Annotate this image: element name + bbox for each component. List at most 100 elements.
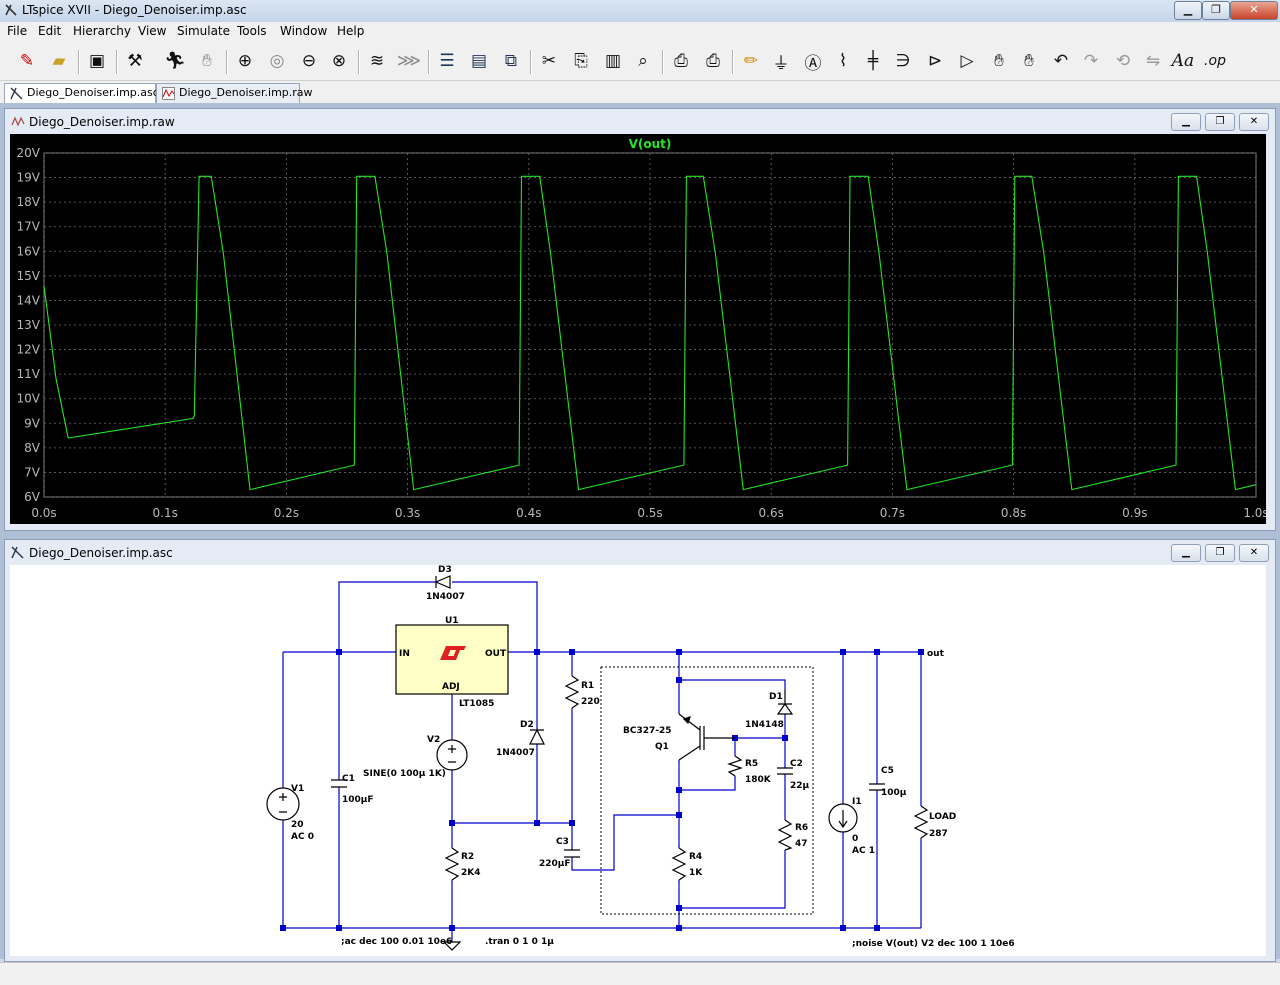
c1-name: C1 [342,774,355,784]
r2-resistor[interactable] [444,847,460,881]
text-icon[interactable]: Aa [1171,51,1195,71]
d1-value: 1N4148 [745,720,784,730]
x-tick-label: 0.8s [1001,506,1026,520]
c3-capacitor[interactable] [564,849,580,858]
zoom-in-icon[interactable]: ⊕ [237,51,253,71]
r4-resistor[interactable] [671,847,687,881]
chart-title: V(out) [629,137,672,151]
waveform-restore-button[interactable]: ❐ [1205,113,1235,131]
menu-hierarchy[interactable]: Hierarchy [73,24,132,38]
waveform-window-header: Diego_Denoiser.imp.raw ▁ ❐ ✕ [5,109,1275,135]
y-tick-label: 7V [24,465,41,479]
spice-directive-icon[interactable]: .op [1204,53,1226,69]
drag-hand-icon[interactable]: ✋︎ [1024,51,1034,71]
fft-icon[interactable]: ⋙ [396,51,422,71]
new-schematic-icon[interactable]: ✎ [19,51,35,71]
u1-regulator[interactable] [395,624,509,695]
schematic-restore-button[interactable]: ❐ [1205,544,1235,562]
c1-capacitor[interactable] [331,779,347,788]
zoom-cancel-icon[interactable]: ⊗ [331,51,347,71]
waveform-close-button[interactable]: ✕ [1239,113,1269,131]
label-net-icon[interactable]: Ⓐ [804,53,822,74]
d3-diode[interactable] [434,575,451,589]
ground-icon[interactable]: ⏚ [772,53,790,74]
schematic-close-button[interactable]: ✕ [1239,544,1269,562]
menu-window[interactable]: Window [280,24,328,38]
diode-icon[interactable]: ⊳ [927,51,943,71]
menu-edit[interactable]: Edit [38,24,62,38]
autorange-icon[interactable]: ≋ [369,51,385,71]
filter-dashed-box [600,666,814,915]
menu-view[interactable]: View [138,24,167,38]
tab-schematic[interactable]: Diego_Denoiser.imp.asc [4,83,159,103]
x-tick-label: 0.7s [880,506,905,520]
r5-resistor[interactable] [727,755,743,777]
minimize-button[interactable]: ▁ [1174,1,1202,20]
schematic-drawing[interactable]: D3 1N4007 U1 IN OUT ADJ LT1085 V2 SINE(0… [10,565,1266,956]
schematic-canvas[interactable]: D3 1N4007 U1 IN OUT ADJ LT1085 V2 SINE(0… [10,565,1266,956]
menu-bar: File Edit Hierarchy View Simulate Tools … [0,22,1280,42]
c2-capacitor[interactable] [777,767,793,775]
waveform-icon [162,87,175,100]
inductor-icon[interactable]: ∋ [895,51,911,71]
vout-chart[interactable]: 6V7V8V9V10V11V12V13V14V15V16V17V18V19V20… [10,134,1269,524]
v2-source[interactable] [436,739,468,771]
zoom-full-icon[interactable]: ◎ [269,51,285,71]
r1-resistor[interactable] [564,675,580,709]
schematic-icon [10,87,23,100]
draw-wire-icon[interactable]: ✏ [743,51,759,71]
d1-diode[interactable] [776,702,794,715]
move-hand-icon[interactable]: ✋︎ [994,51,1004,71]
resistor-icon[interactable]: ⌇ [838,51,848,71]
tran-directive[interactable]: .tran 0 1 0 1µ [485,937,554,947]
x-tick-label: 0.1s [153,506,178,520]
d3-value: 1N4007 [426,592,465,602]
v1-source[interactable] [266,787,300,821]
control-panel-icon[interactable]: ⚒ [127,51,143,71]
menu-file[interactable]: File [7,24,28,38]
waveform-minimize-button[interactable]: ▁ [1171,113,1201,131]
load-resistor[interactable] [913,805,929,839]
open-folder-icon[interactable]: ▰ [52,51,66,71]
maximize-button[interactable]: ❐ [1202,1,1230,20]
tile-vertical-icon[interactable]: ▤ [470,51,488,71]
find-icon[interactable]: ⌕ [638,51,648,71]
component-icon[interactable]: ▷ [960,51,974,71]
save-icon[interactable]: ▣ [88,51,106,71]
c3-name: C3 [556,837,569,847]
v1-value: 20 [291,820,304,830]
tile-horizontal-icon[interactable]: ☰ [439,51,455,71]
mirror-icon[interactable]: ⇋ [1145,51,1161,71]
capacitor-icon[interactable]: ╪ [867,51,879,71]
close-button[interactable]: ✕ [1230,1,1278,20]
cascade-icon[interactable]: ⧉ [504,51,518,71]
print-icon[interactable]: ⎙ [674,51,688,71]
ac-directive[interactable]: ;ac dec 100 0.01 10e6 [341,937,452,947]
q1-transistor[interactable] [678,713,735,761]
paste-icon[interactable]: ▥ [604,51,622,71]
u1-adj-pin: ADJ [442,682,460,692]
menu-tools[interactable]: Tools [237,24,267,38]
copy-icon[interactable]: ⎘ [574,51,588,71]
run-icon[interactable]: 🏃︎ [164,51,186,71]
rotate-icon[interactable]: ⟲ [1115,51,1131,71]
print-setup-icon[interactable]: ⎙ [706,51,720,71]
menu-help[interactable]: Help [337,24,365,38]
cut-icon[interactable]: ✂ [541,51,557,71]
menu-simulate[interactable]: Simulate [177,24,231,38]
c5-capacitor[interactable] [869,783,885,791]
undo-icon[interactable]: ↶ [1053,51,1069,71]
halt-hand-icon[interactable]: ✋︎ [202,51,212,71]
document-tabs: Diego_Denoiser.imp.asc Diego_Denoiser.im… [0,81,1280,103]
noise-directive[interactable]: ;noise V(out) V2 dec 100 1 10e6 [852,939,1015,949]
y-tick-label: 14V [17,293,41,307]
series-line-vout [43,175,1257,491]
schematic-minimize-button[interactable]: ▁ [1171,544,1201,562]
d2-diode[interactable] [529,728,545,745]
r6-resistor[interactable] [777,819,793,851]
zoom-out-icon[interactable]: ⊖ [301,51,317,71]
tab-waveform[interactable]: Diego_Denoiser.imp.raw [156,83,313,103]
y-tick-label: 18V [17,195,41,209]
redo-icon[interactable]: ↷ [1083,51,1099,71]
